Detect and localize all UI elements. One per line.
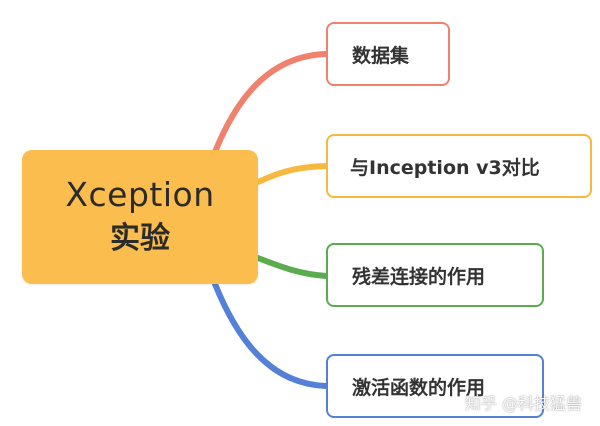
root-title-line2: 实验 bbox=[110, 221, 170, 256]
branch-node-activation[interactable]: 激活函数的作用 bbox=[326, 354, 544, 418]
branch-label: 残差连接的作用 bbox=[352, 265, 486, 288]
watermark: 知乎 @科技猛兽 bbox=[464, 394, 582, 413]
connector-activation bbox=[212, 281, 329, 389]
connector-inception-compare bbox=[255, 163, 329, 185]
branch-label: 与Inception v3对比 bbox=[350, 156, 540, 179]
branch-label: 激活函数的作用 bbox=[352, 376, 486, 399]
branch-node-residual[interactable]: 残差连接的作用 bbox=[326, 243, 544, 307]
connector-residual bbox=[255, 255, 329, 279]
root-title-line1: Xception bbox=[65, 175, 215, 214]
branch-node-datasets[interactable]: 数据集 bbox=[326, 22, 450, 86]
root-node[interactable]: Xception 实验 bbox=[22, 150, 258, 284]
branch-node-inception-compare[interactable]: 与Inception v3对比 bbox=[326, 134, 592, 198]
connector-datasets bbox=[212, 51, 329, 155]
branch-label: 数据集 bbox=[352, 44, 410, 67]
